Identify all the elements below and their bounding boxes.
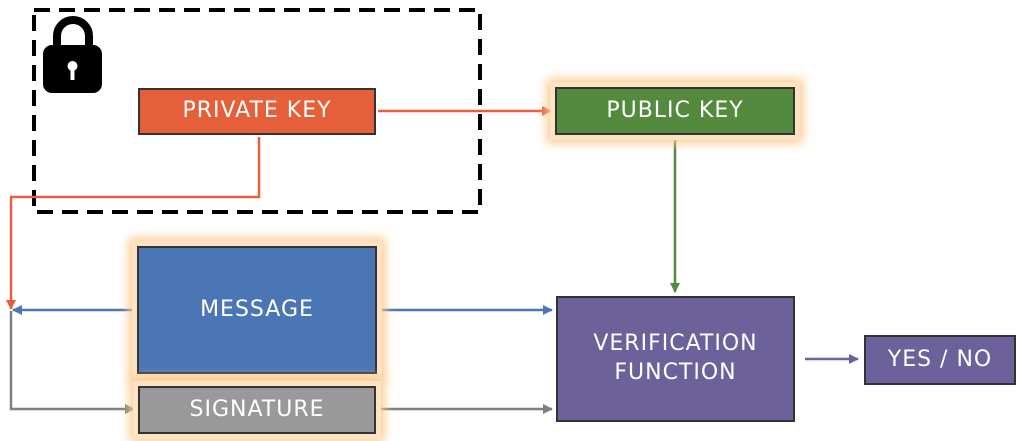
lock-icon xyxy=(43,16,102,93)
result-box: YES / NO xyxy=(864,335,1016,385)
arrow-private-to-signing xyxy=(6,137,261,310)
private-key-box: PRIVATE KEY xyxy=(138,88,376,135)
verification-function-box: VERIFICATION FUNCTION xyxy=(556,296,795,422)
message-label: MESSAGE xyxy=(200,296,314,322)
result-label: YES / NO xyxy=(887,346,993,372)
signature-box: SIGNATURE xyxy=(138,386,376,434)
message-box: MESSAGE xyxy=(137,246,377,374)
arrow-signing-to-signature xyxy=(9,311,135,414)
verification-function-label: VERIFICATION FUNCTION xyxy=(593,331,758,385)
public-key-box: PUBLIC KEY xyxy=(555,87,795,135)
signature-label: SIGNATURE xyxy=(189,396,325,422)
public-key-label: PUBLIC KEY xyxy=(606,97,744,123)
private-key-label: PRIVATE KEY xyxy=(182,98,332,124)
